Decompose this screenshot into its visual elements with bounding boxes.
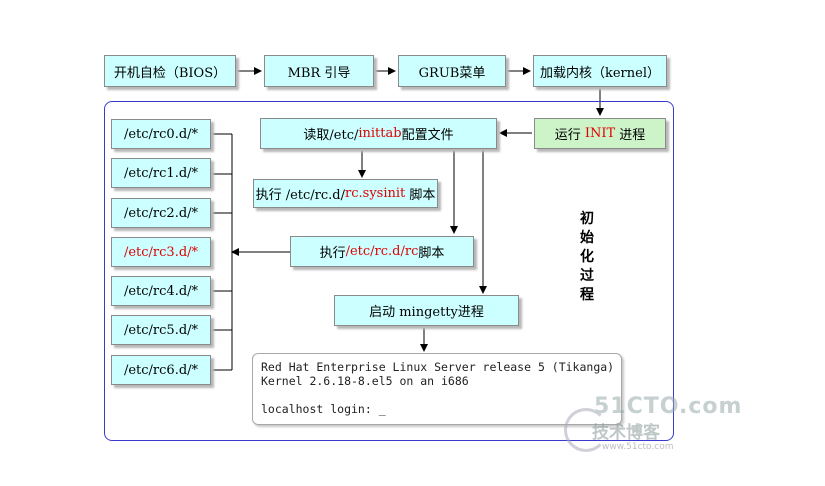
init-label-prefix: 运行 — [554, 128, 585, 143]
init-process-char: 化 — [580, 249, 594, 265]
init-process-label: 初始化过程 — [578, 210, 596, 305]
sysinit-label-red: rc.sysinit — [345, 186, 406, 201]
watermark-blog: 技术博客 — [592, 423, 660, 443]
mingetty-label: 启动 mingetty进程 — [369, 305, 484, 320]
rc-dir-label: /etc/rc3.d/* — [123, 244, 199, 260]
rc-dir-label: /etc/rc4.d/* — [123, 283, 199, 299]
terminal-line-login: localhost login: _ — [261, 402, 386, 416]
inittab-label-suffix: 配置文件 — [401, 128, 454, 143]
watermark-url: www.51cto.com — [602, 442, 674, 452]
site-watermark: 51CTO.com 技术博客 www.51cto.com — [562, 394, 741, 456]
terminal-line-kernel: Kernel 2.6.18-8.el5 on an i686 — [261, 374, 469, 388]
init-label-red: INIT — [584, 126, 616, 141]
init-box: 运行 INIT 进程 — [534, 118, 666, 149]
login-terminal: Red Hat Enterprise Linux Server release … — [252, 353, 622, 425]
init-process-frame — [104, 101, 674, 441]
mingetty-box: 启动 mingetty进程 — [334, 295, 519, 326]
init-process-char: 初 — [580, 211, 594, 227]
inittab-label-red: inittab — [358, 126, 402, 141]
rc-dir-label: /etc/rc6.d/* — [123, 362, 199, 378]
mbr-box: MBR 引导 — [264, 55, 374, 87]
rc-dir-box: /etc/rc1.d/* — [111, 158, 211, 188]
grub-box: GRUB菜单 — [398, 55, 506, 87]
rc-dir-box: /etc/rc6.d/* — [111, 355, 211, 385]
init-label-suffix: 进程 — [615, 128, 646, 143]
rc-dir-label: /etc/rc2.d/* — [123, 205, 199, 221]
rc-dir-label: /etc/rc5.d/* — [123, 322, 199, 338]
rc-label-prefix: 执行 — [319, 246, 346, 261]
mbr-label: MBR 引导 — [287, 65, 351, 81]
rc-dir-label: /etc/rc1.d/* — [123, 165, 199, 181]
rc-dir-box: /etc/rc5.d/* — [111, 315, 211, 345]
init-process-char: 过 — [580, 268, 594, 284]
rc-dir-box: /etc/rc0.d/* — [111, 119, 211, 149]
rc-dir-box: /etc/rc2.d/* — [111, 198, 211, 228]
rc-label-suffix: 脚本 — [418, 246, 445, 261]
sysinit-label-prefix: 执行 /etc/rc.d/ — [255, 188, 346, 203]
init-process-char: 程 — [580, 287, 594, 303]
rc-dir-box: /etc/rc4.d/* — [111, 276, 211, 306]
watermark-logo-ring — [564, 408, 608, 452]
kernel-label: 加载内核（kernel） — [539, 65, 660, 81]
kernel-box: 加载内核（kernel） — [533, 55, 667, 87]
terminal-line-release: Red Hat Enterprise Linux Server release … — [261, 360, 615, 374]
init-process-char: 始 — [580, 230, 594, 246]
sysinit-box: 执行 /etc/rc.d/rc.sysinit 脚本 — [253, 179, 438, 208]
bios-label: 开机自检（BIOS） — [113, 65, 227, 81]
terminal-line-blank — [261, 388, 613, 402]
sysinit-label-suffix: 脚本 — [405, 188, 436, 203]
inittab-label-prefix: 读取/etc/ — [303, 128, 359, 143]
rc-label-red: /etc/rc.d/rc — [345, 244, 419, 259]
bios-box: 开机自检（BIOS） — [104, 55, 236, 87]
rc-dir-box: /etc/rc3.d/* — [111, 237, 211, 267]
rc-dir-label: /etc/rc0.d/* — [123, 126, 199, 142]
watermark-site: 51CTO.com — [594, 394, 743, 419]
grub-label: GRUB菜单 — [418, 65, 486, 81]
